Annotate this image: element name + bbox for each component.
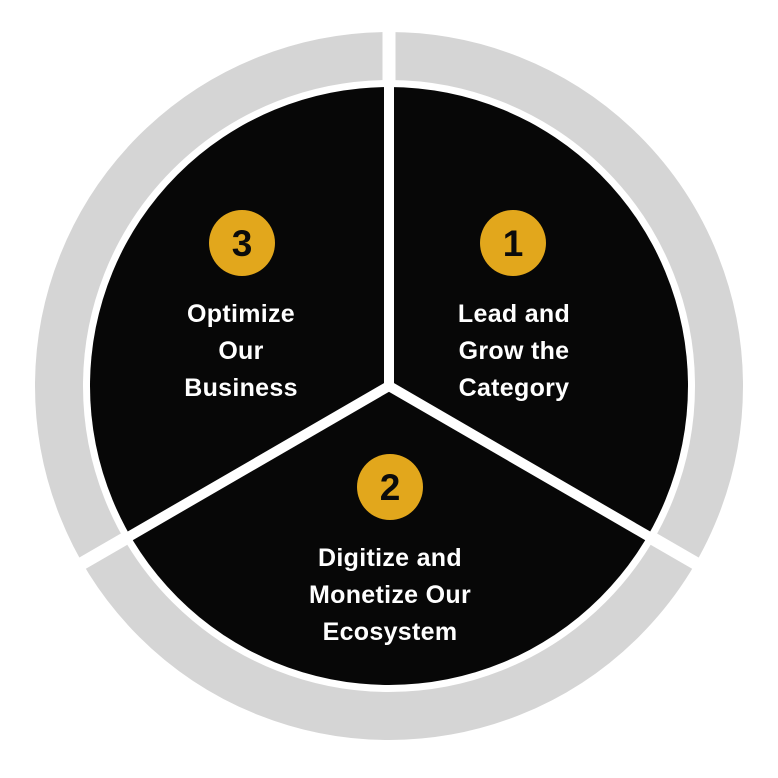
segment-3-label-line-3: Business (184, 374, 298, 402)
segment-divider-lower-left (127, 381, 392, 541)
segment-3-label-line-2: Our (218, 337, 263, 365)
segment-1-label-line-2: Grow the (459, 337, 570, 365)
segment-2-badge-circle (357, 454, 423, 520)
segment-2-label-line-1: Digitize and (318, 544, 462, 572)
segment-1: 1 Lead and Grow the Category (458, 210, 570, 402)
segment-3-badge-circle (209, 210, 275, 276)
segment-1-label-line-1: Lead and (458, 300, 570, 328)
segment-2-label-line-2: Monetize Our (309, 581, 471, 609)
segment-2-badge-number: 2 (380, 467, 401, 508)
segment-3: 3 Optimize Our Business (184, 210, 298, 402)
segment-1-label-line-3: Category (459, 374, 570, 402)
segment-divider-lower-right (386, 381, 651, 541)
segment-1-badge-number: 1 (503, 223, 524, 264)
segment-3-label-line-1: Optimize (187, 300, 295, 328)
segment-2-label-line-3: Ecosystem (323, 618, 458, 646)
segment-2: 2 Digitize and Monetize Our Ecosystem (309, 454, 471, 646)
segment-3-badge-number: 3 (232, 223, 253, 264)
segment-1-badge-circle (480, 210, 546, 276)
